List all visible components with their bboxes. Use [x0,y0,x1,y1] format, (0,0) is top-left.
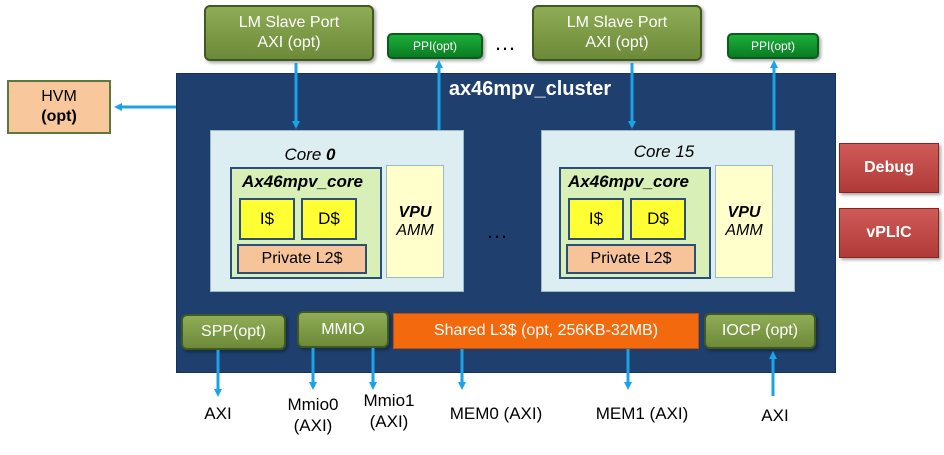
core-0-amm-label: AMM [396,221,434,239]
core-15-core-name: Ax46mpv_core [568,172,689,191]
shared-l3-label: Shared L3$ (opt, 256KB-32MB) [433,322,659,339]
core-0-title-prefix: Core [284,145,327,164]
core-15-private-l2: Private L2$ [566,244,696,274]
core-15-title: Core 15 [604,142,724,162]
debug-label: Debug [864,159,914,176]
core-15-title-prefix: Core [633,142,676,161]
core-0-title-num: 0 [326,145,336,164]
mmio0-line2: (AXI) [293,416,333,435]
vplic-label: vPLIC [866,224,912,241]
mmio1-line2: (AXI) [369,412,409,431]
hvm-opt-label: (opt) [41,108,77,125]
core-15-vpu: VPU AMM [715,165,773,278]
core-0-dcache-label: D$ [318,209,340,228]
core-0-icache: I$ [239,198,295,240]
shared-l3-block: Shared L3$ (opt, 256KB-32MB) [393,313,699,349]
spp-block: SPP(opt) [181,314,286,350]
mmio-label: MMIO [321,320,365,338]
lm-slave-port-15: LM Slave Port AXI (opt) [532,5,702,61]
core-0-title: Core 0 [250,145,370,165]
ppi-15-label: PPI(opt) [750,39,795,53]
hvm-block: HVM (opt) [7,80,111,134]
lm-slave-port-15-line2: AXI (opt) [585,34,649,51]
hvm-label: HVM [41,88,77,105]
ppi-0: PPI(opt) [387,33,483,59]
core-15-private-l2-label: Private L2$ [590,250,672,267]
axi-left-label: AXI [204,404,232,423]
iocp-block: IOCP (opt) [704,313,816,349]
top-ellipsis: … [494,30,519,55]
lm-slave-port-15-line1: LM Slave Port [566,14,668,31]
mmio0-line1: Mmio0 [287,395,339,414]
mmio1-line1: Mmio1 [363,391,415,410]
core-15-vpu-label: VPU [727,203,761,221]
core-0-private-l2-label: Private L2$ [261,250,343,267]
core-0-core-name: Ax46mpv_core [242,172,363,191]
core-15-icache-label: I$ [588,209,604,228]
mem1-label: MEM1 (AXI) [595,404,689,423]
core-0-vpu-label: VPU [398,203,432,221]
lm-slave-port-0: LM Slave Port AXI (opt) [204,5,374,61]
vplic-block: vPLIC [839,208,939,258]
spp-label: SPP(opt) [201,323,266,340]
mmio-block: MMIO [297,311,389,348]
core-0-dcache: D$ [301,198,357,240]
core-15-dcache: D$ [630,198,686,240]
core-0-icache-label: I$ [259,209,275,228]
core-15-title-num: 15 [675,142,695,161]
ppi-0-label: PPI(opt) [412,39,457,53]
core-15-amm-label: AMM [725,221,763,239]
mmio1-label: Mmio1 (AXI) [356,390,422,432]
debug-block: Debug [839,143,939,193]
core-ellipsis: … [486,218,511,243]
core-0-private-l2: Private L2$ [237,244,367,274]
core-0-vpu: VPU AMM [386,165,444,278]
mmio0-label: Mmio0 (AXI) [280,394,346,436]
axi-right-label: AXI [761,406,789,425]
ppi-15: PPI(opt) [727,33,819,59]
cluster-title: ax46mpv_cluster [448,78,612,100]
lm-slave-port-0-line1: LM Slave Port [238,14,340,31]
core-15-icache: I$ [568,198,624,240]
mem0-label: MEM0 (AXI) [449,404,543,423]
iocp-label: IOCP (opt) [721,322,799,339]
core-15-dcache-label: D$ [647,209,669,228]
lm-slave-port-0-line2: AXI (opt) [257,34,321,51]
